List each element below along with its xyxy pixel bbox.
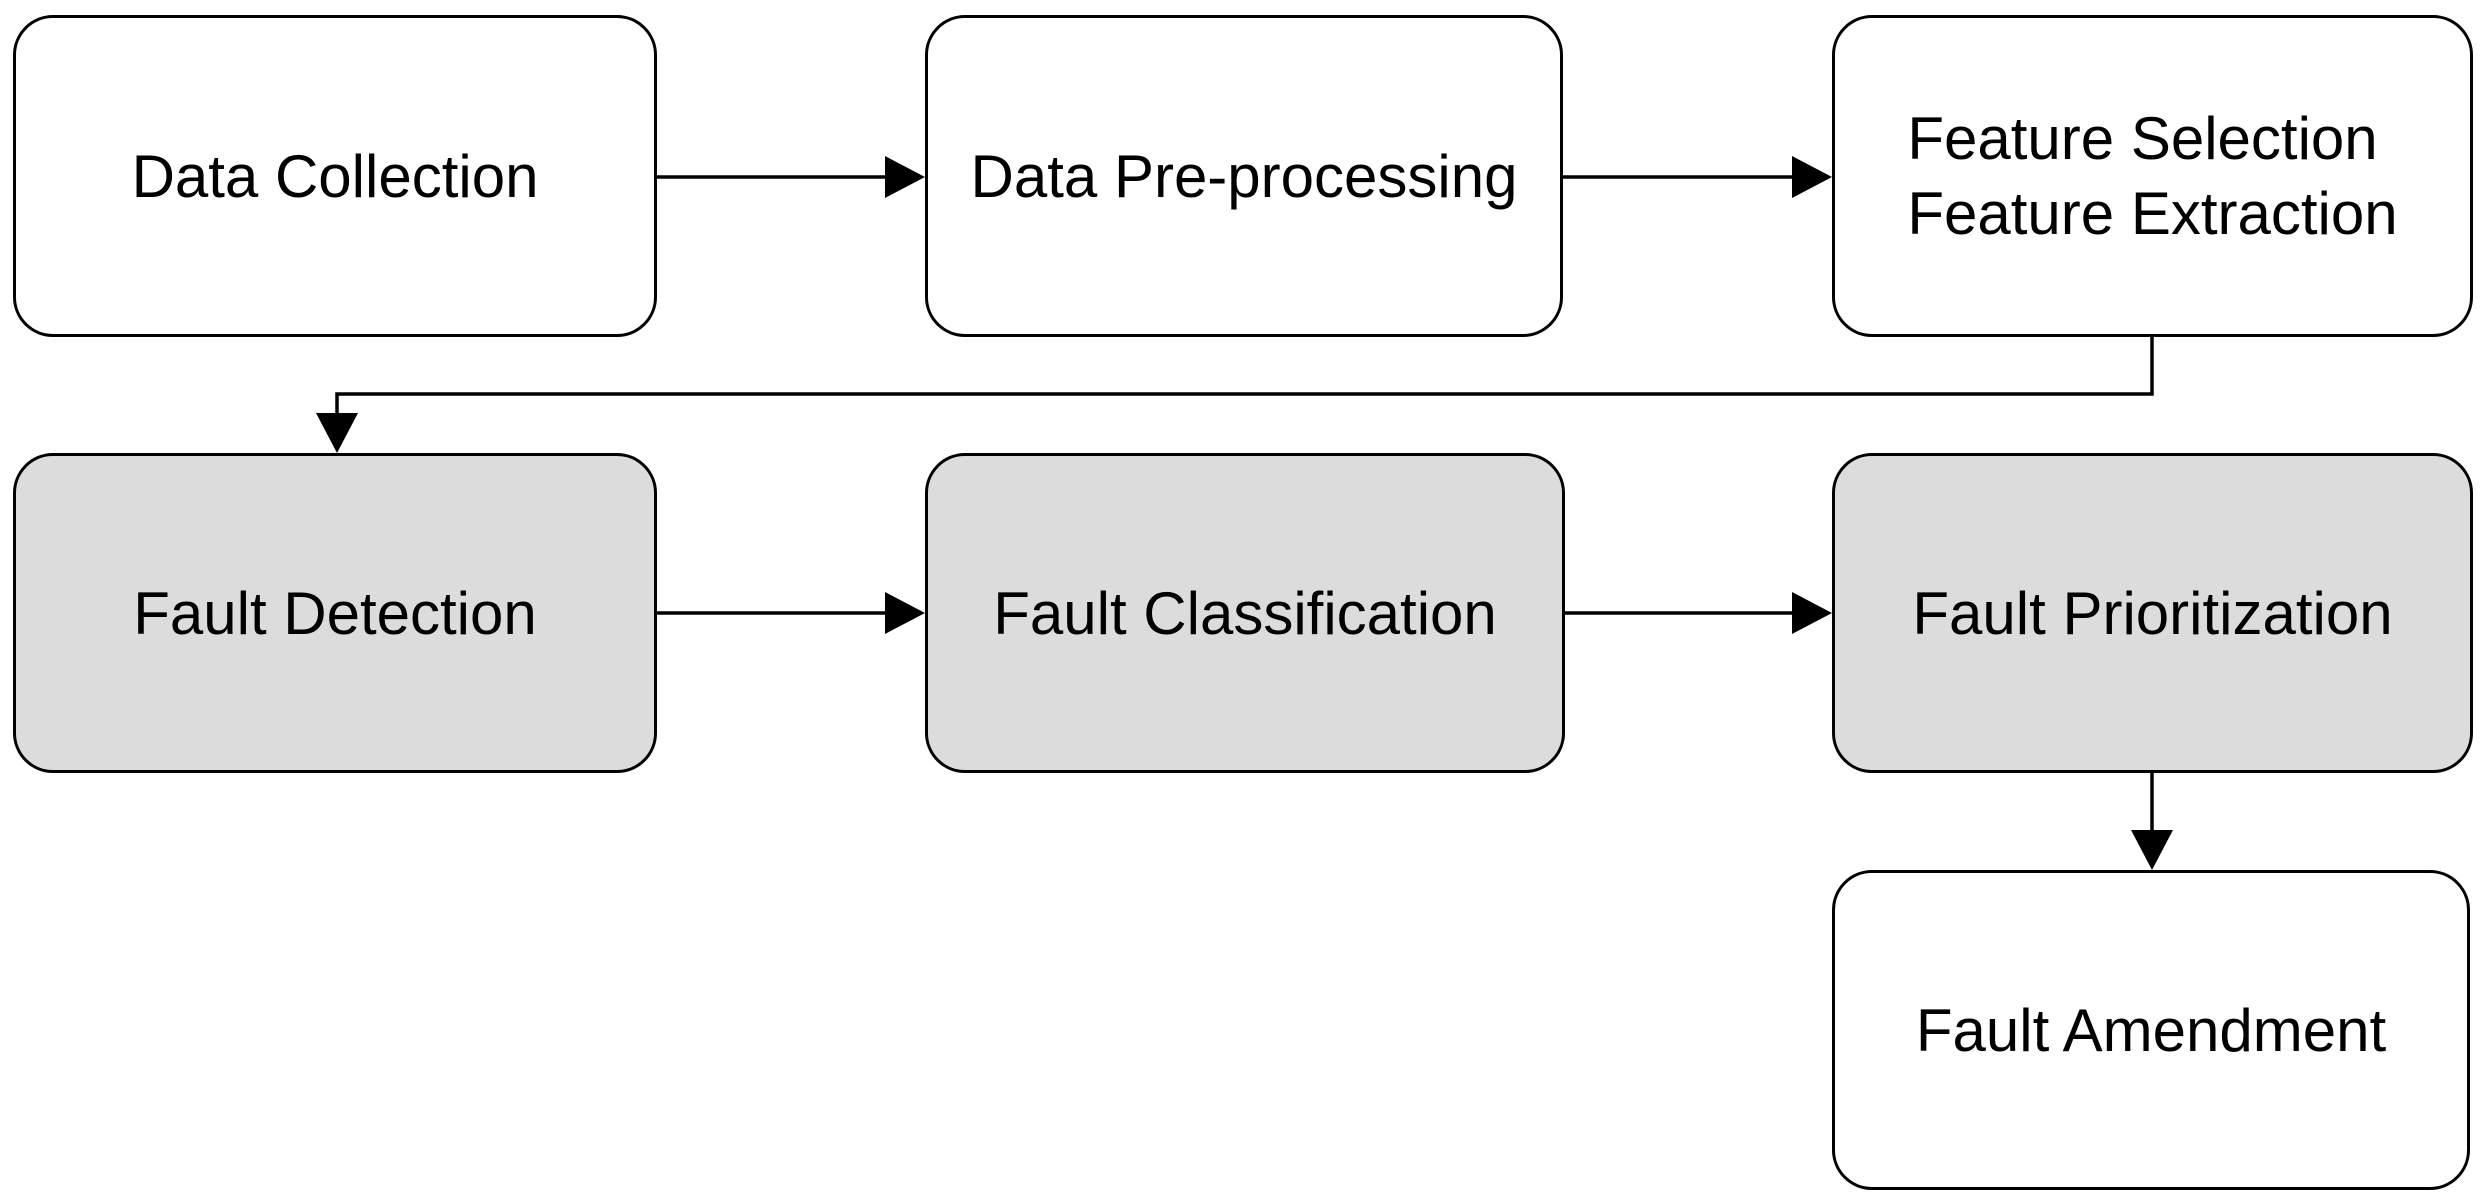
arrow-classification-to-prioritization (1565, 592, 1832, 634)
node-label: Fault Amendment (1915, 996, 2387, 1064)
arrow-feature-to-detection (316, 337, 2154, 453)
node-label: Data Collection (131, 142, 539, 210)
node-data-pre-processing: Data Pre-processing (925, 15, 1563, 337)
arrow-prioritization-to-amendment (2131, 773, 2173, 870)
node-label: Data Pre-processing (970, 142, 1518, 210)
node-label-line-2: Feature Extraction (1907, 180, 2398, 247)
node-label: Fault Classification (993, 579, 1497, 647)
node-fault-prioritization: Fault Prioritization (1832, 453, 2473, 773)
node-label: Feature Selection Feature Extraction (1907, 101, 2397, 251)
node-label: Fault Detection (133, 579, 537, 647)
node-fault-detection: Fault Detection (13, 453, 657, 773)
arrow-preprocessing-to-feature (1563, 156, 1832, 198)
node-fault-amendment: Fault Amendment (1832, 870, 2470, 1190)
node-data-collection: Data Collection (13, 15, 657, 337)
node-label: Fault Prioritization (1912, 579, 2393, 647)
node-fault-classification: Fault Classification (925, 453, 1565, 773)
arrow-collection-to-preprocessing (657, 156, 925, 198)
arrow-detection-to-classification (657, 592, 925, 634)
node-label-line-1: Feature Selection (1907, 105, 2378, 172)
node-feature-selection-extraction: Feature Selection Feature Extraction (1832, 15, 2473, 337)
